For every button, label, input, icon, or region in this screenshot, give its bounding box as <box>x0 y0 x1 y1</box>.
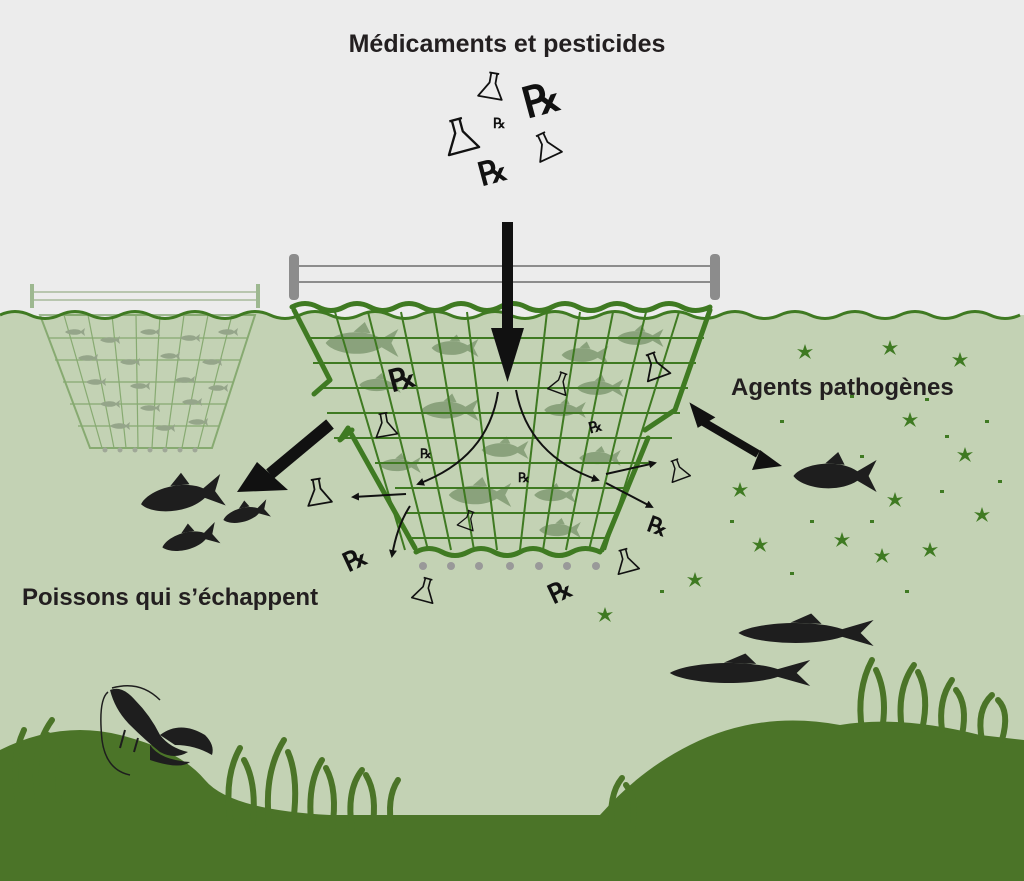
seagrass <box>12 657 1009 833</box>
background-net-pen <box>30 284 260 453</box>
dispersal-arrows <box>351 389 657 558</box>
net-outline <box>289 301 713 558</box>
rx-mark: ℞ <box>518 471 530 486</box>
pathogen-exchange-arrow <box>689 402 782 470</box>
rx-mark: ℞ <box>493 116 506 132</box>
lobster <box>100 685 213 776</box>
weights <box>419 562 600 570</box>
rx-mark: ℞ <box>587 416 605 437</box>
escaped-fish-label: Poissons qui s’échappent <box>22 584 319 611</box>
rx-mark: ℞ <box>420 447 432 462</box>
pathogens-label: Agents pathogènes <box>731 374 954 401</box>
escape-arrow <box>237 419 334 492</box>
seabed <box>0 657 1024 881</box>
pathogens <box>597 340 1002 622</box>
drugs-pesticides-label: Médicaments et pesticides <box>348 30 666 58</box>
rx-symbols: ℞ ℞ ℞ ℞ ℞ ℞ ℞ ℞ ℞ ℞ <box>339 71 672 611</box>
input-arrow <box>491 222 524 382</box>
